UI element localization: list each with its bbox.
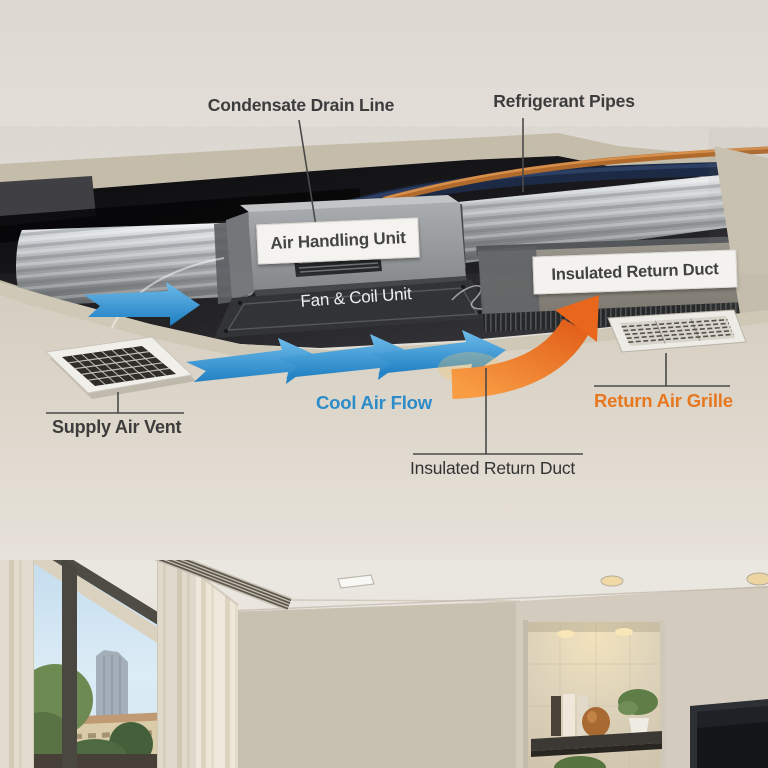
cool-air-arrow	[84, 282, 200, 326]
flexible-supply-duct	[16, 220, 260, 306]
label-refrigerant-pipes: Refrigerant Pipes	[493, 91, 635, 111]
label-air-handling-unit: Air Handling Unit	[256, 217, 420, 265]
return-air-grille	[607, 309, 747, 353]
shelf-vase	[582, 707, 610, 737]
label-condensate-drain-line: Condensate Drain Line	[207, 95, 395, 115]
wall-niche	[523, 620, 665, 768]
label-return-air-grille: Return Air Grille	[594, 390, 733, 411]
recessed-light	[337, 574, 375, 589]
label-insulated-return-duct: Insulated Return Duct	[532, 249, 738, 295]
lower-plant	[554, 756, 606, 768]
warm-downlight	[746, 572, 768, 586]
leader-return-grille	[594, 353, 730, 387]
copper-pipe	[381, 146, 768, 204]
return-air-arrow-body	[451, 318, 590, 399]
shelf-books	[551, 694, 588, 736]
air-handling-unit	[214, 195, 499, 338]
cool-air-arrow	[278, 334, 414, 380]
leader-condensate	[298, 119, 317, 227]
return-air-arrow-head	[555, 295, 599, 342]
leader-return-duct	[413, 368, 583, 455]
room-walls	[227, 586, 768, 768]
label-cool-air-flow: Cool Air Flow	[316, 392, 432, 413]
leader-lines	[46, 118, 730, 455]
wall-wedge	[714, 146, 768, 322]
label-supply-air-vent: Supply Air Vent	[52, 417, 182, 437]
tv	[690, 699, 768, 768]
ahu-side	[226, 212, 254, 300]
curtains	[0, 512, 239, 768]
cool-air-arrow	[186, 338, 322, 384]
curtain-right	[157, 543, 238, 768]
label-insulated-return-duct-caption: Insulated Return Duct	[410, 458, 576, 478]
airflow-arrows	[84, 257, 599, 399]
warm-downlight	[600, 575, 624, 587]
cool-air-arrow	[370, 330, 506, 376]
curtain-left	[0, 512, 34, 768]
leader-supply-vent	[46, 392, 184, 414]
fan-coil-panel	[214, 280, 492, 338]
slab-cut-edge	[0, 133, 768, 196]
supply-air-vent	[44, 336, 196, 399]
shelf	[531, 731, 662, 751]
